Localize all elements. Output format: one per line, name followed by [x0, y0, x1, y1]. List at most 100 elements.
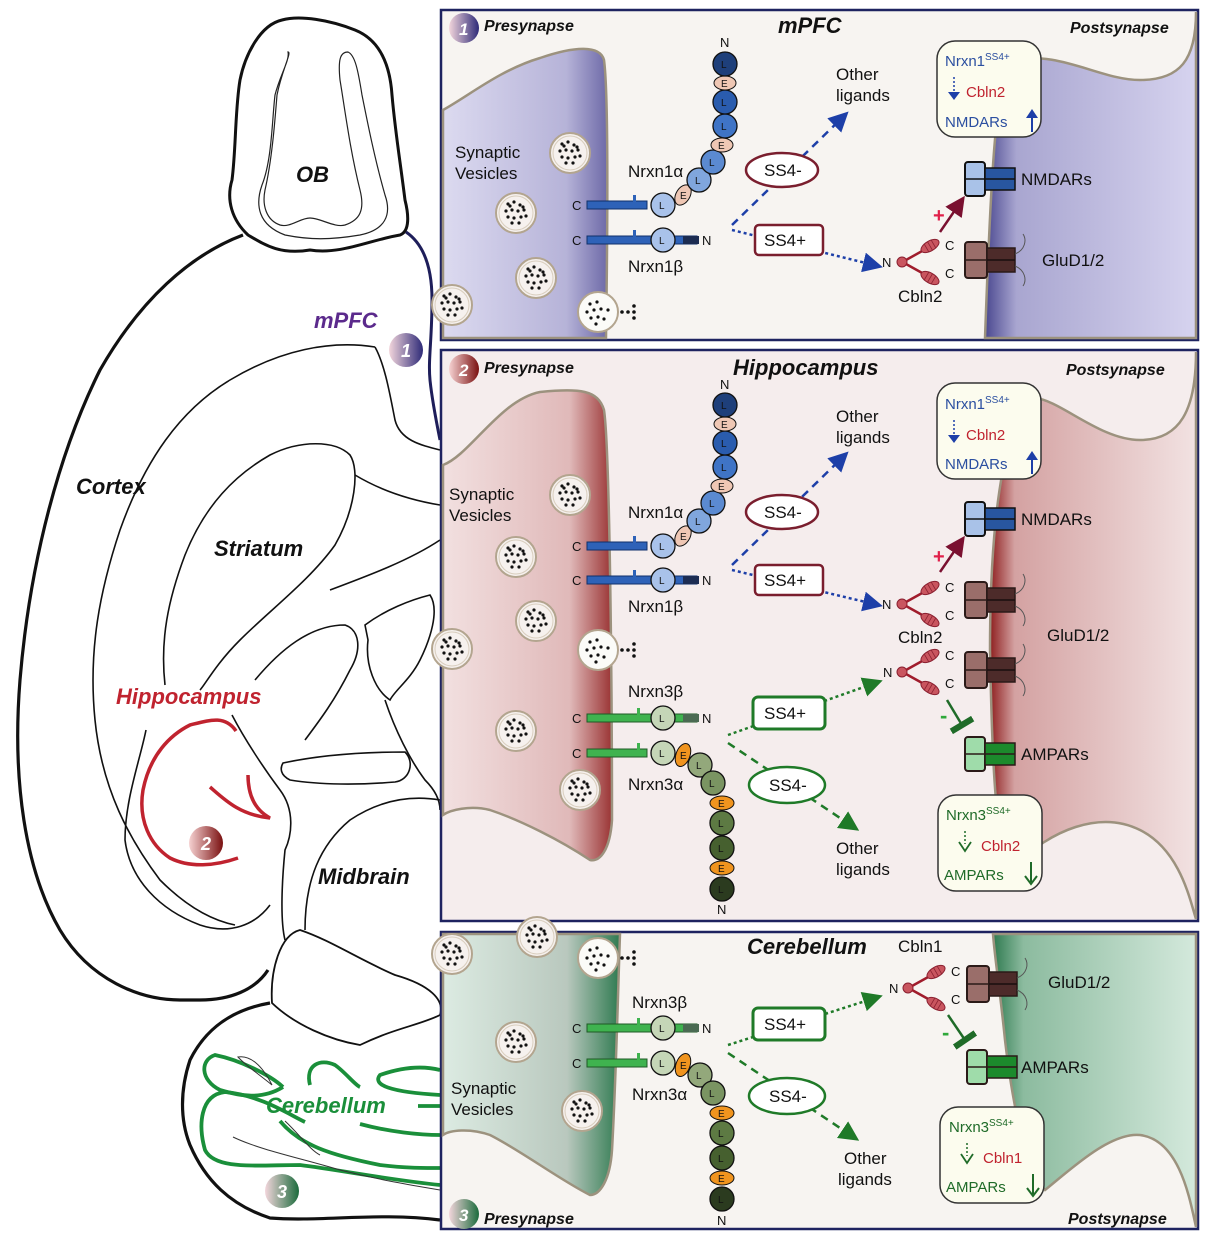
thalamus-outline — [254, 594, 435, 741]
thalamus-lower — [384, 699, 441, 811]
striatum-outline — [162, 442, 356, 691]
nrxn1-beta: C L N Nrxn1β — [572, 567, 711, 616]
nrxn3-ss4-plus-badge: SS4+ — [751, 695, 827, 731]
svg-text:N: N — [883, 665, 892, 680]
ss4-minus-badge: SS4- — [744, 151, 820, 189]
cbln2-label: Cbln2 — [898, 628, 942, 647]
cortex-inner-right — [374, 346, 441, 451]
svg-text:C: C — [572, 1021, 581, 1036]
cerebellum-folia — [199, 1053, 441, 1187]
plus-sign: + — [933, 546, 945, 568]
svg-text:L: L — [709, 779, 715, 790]
nrxn3-beta: C L N Nrxn3β — [572, 993, 711, 1041]
postsynapse-spine — [988, 351, 1198, 920]
svg-text:SS4-: SS4- — [764, 503, 802, 522]
svg-text:L: L — [659, 201, 665, 212]
svg-text:SS4-: SS4- — [769, 776, 807, 795]
nrxn3-alpha: C L E L L E L L E L N Nrxn3α — [572, 1050, 735, 1228]
svg-text:Nrxn3SS4+: Nrxn3SS4+ — [949, 1118, 1014, 1136]
brain-marker-2: 2 — [189, 826, 223, 860]
svg-text:L: L — [659, 714, 665, 725]
brain-marker-3: 3 — [265, 1174, 299, 1208]
nrxn1-alpha: C L E L L E L L E L N Nrxn1α — [572, 35, 738, 218]
svg-text:L: L — [659, 1059, 665, 1070]
nrxn1-beta-label: Nrxn1β — [628, 257, 683, 276]
svg-text:E: E — [718, 864, 725, 875]
svg-text:L: L — [718, 1154, 724, 1165]
olfactory-bulb-inner — [258, 51, 389, 240]
svg-text:N: N — [720, 35, 729, 50]
svg-text:Nrxn3SS4+: Nrxn3SS4+ — [946, 806, 1011, 824]
panel-badge: 3 — [449, 1199, 479, 1229]
inhibit-effect — [945, 699, 975, 735]
region-label-cortex: Cortex — [76, 474, 146, 499]
svg-text:L: L — [659, 576, 665, 587]
nmdars-label: NMDARs — [1021, 170, 1092, 189]
svg-text:L: L — [709, 158, 715, 169]
svg-text:L: L — [721, 439, 727, 450]
svg-text:E: E — [718, 482, 725, 493]
svg-text:Cbln2: Cbln2 — [966, 427, 1005, 444]
brain-marker-1: 1 — [389, 333, 423, 367]
svg-text:C: C — [945, 238, 954, 253]
svg-text:L: L — [709, 1089, 715, 1100]
svg-text:N: N — [702, 233, 711, 248]
presynapse-label: Presynapse — [484, 1211, 574, 1228]
svg-text:C: C — [951, 992, 960, 1007]
svg-text:SS4+: SS4+ — [764, 1015, 806, 1034]
svg-text:C: C — [572, 1056, 581, 1071]
nrxn3-alpha-label: Nrxn3α — [628, 775, 683, 794]
svg-text:L: L — [721, 60, 727, 71]
svg-text:2: 2 — [200, 834, 211, 854]
pons-outline — [270, 929, 442, 1046]
striatum-right — [329, 474, 441, 591]
region-label-cerebellum: Cerebellum — [266, 1093, 386, 1118]
svg-text:E: E — [721, 420, 728, 431]
hippocampus-surround — [124, 714, 292, 941]
svg-text:1: 1 — [401, 341, 411, 361]
glud-label: GluD1/2 — [1042, 251, 1104, 270]
svg-text:Cbln2: Cbln2 — [966, 84, 1005, 101]
svg-text:C: C — [572, 746, 581, 761]
svg-text:L: L — [718, 819, 724, 830]
svg-text:C: C — [572, 539, 581, 554]
summary-box: Nrxn1SS4+ Cbln2 NMDARs — [936, 40, 1042, 138]
svg-text:SS4+: SS4+ — [764, 704, 806, 723]
presynapse-label: Presynapse — [484, 18, 574, 35]
svg-text:AMPARs: AMPARs — [944, 867, 1004, 884]
svg-text:L: L — [695, 517, 701, 528]
arrow-plus-effect — [938, 195, 965, 233]
svg-text:L: L — [659, 542, 665, 553]
svg-text:SS4+: SS4+ — [764, 571, 806, 590]
svg-text:L: L — [696, 761, 702, 772]
nmdars-label: NMDARs — [1021, 510, 1092, 529]
summary-box-nrxn1: Nrxn1SS4+ Cbln2 NMDARs — [936, 382, 1042, 480]
hypothalamus-outline — [280, 751, 411, 785]
svg-text:L: L — [659, 749, 665, 760]
svg-text:E: E — [718, 799, 725, 810]
svg-text:NMDARs: NMDARs — [945, 456, 1008, 473]
svg-text:1: 1 — [459, 20, 468, 39]
svg-text:L: L — [721, 122, 727, 133]
svg-text:Nrxn1SS4+: Nrxn1SS4+ — [945, 52, 1010, 70]
svg-text:L: L — [718, 1195, 724, 1206]
svg-text:L: L — [718, 885, 724, 896]
svg-text:N: N — [720, 377, 729, 392]
nrxn1-beta-label: Nrxn1β — [628, 597, 683, 616]
svg-text:2: 2 — [458, 361, 469, 380]
nrxn1-alpha: C L E L L E L L E L N Nrxn1α — [572, 377, 738, 559]
ss4-minus-badge: SS4- — [747, 1076, 827, 1116]
arrow-ss4-minus — [731, 111, 849, 226]
svg-text:E: E — [718, 1174, 725, 1185]
svg-text:AMPARs: AMPARs — [946, 1179, 1006, 1196]
summary-box-nrxn3: Nrxn3SS4+ Cbln2 AMPARs — [937, 794, 1043, 892]
svg-text:E: E — [680, 191, 687, 202]
svg-text:SS4-: SS4- — [769, 1087, 807, 1106]
nrxn1-alpha-label: Nrxn1α — [628, 162, 683, 181]
svg-text:N: N — [889, 981, 898, 996]
panel-title: Cerebellum — [747, 934, 867, 959]
nrxn1-alpha-label: Nrxn1α — [628, 503, 683, 522]
svg-text:L: L — [695, 176, 701, 187]
